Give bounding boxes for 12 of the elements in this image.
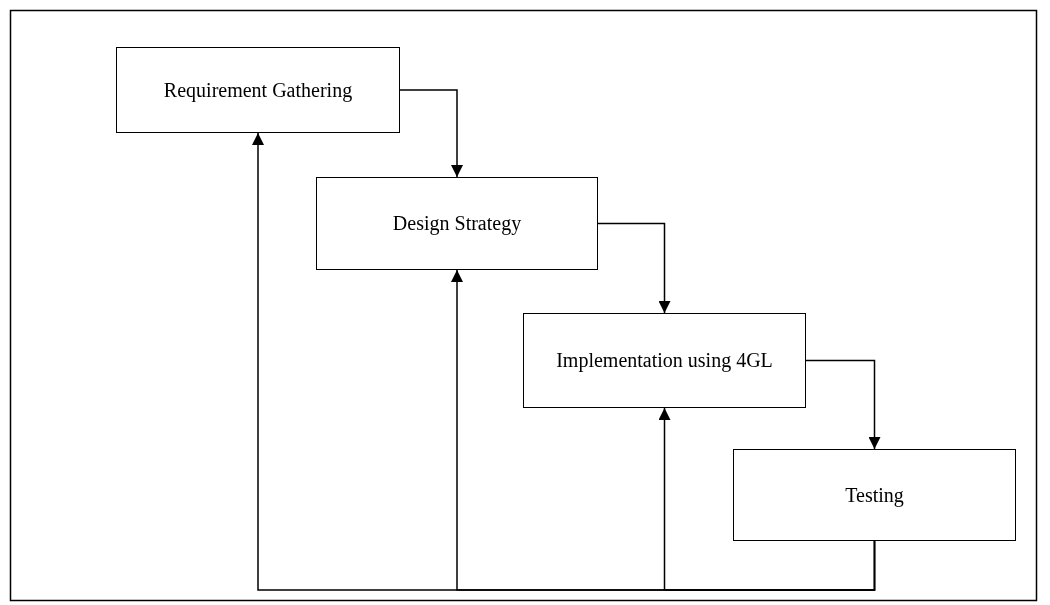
arrow	[399, 89, 463, 178]
process-box	[116, 47, 400, 133]
process-box	[523, 313, 806, 408]
arrow	[597, 222, 671, 314]
box-label: Design Strategy	[391, 211, 523, 237]
arrow	[658, 407, 876, 591]
box-label: Requirement Gathering	[162, 77, 354, 104]
process-box	[316, 177, 598, 270]
arrow	[805, 359, 881, 450]
box-label: Testing	[844, 482, 905, 509]
process-box	[733, 449, 1016, 541]
box-label: Implementation using 4GL	[555, 348, 774, 374]
